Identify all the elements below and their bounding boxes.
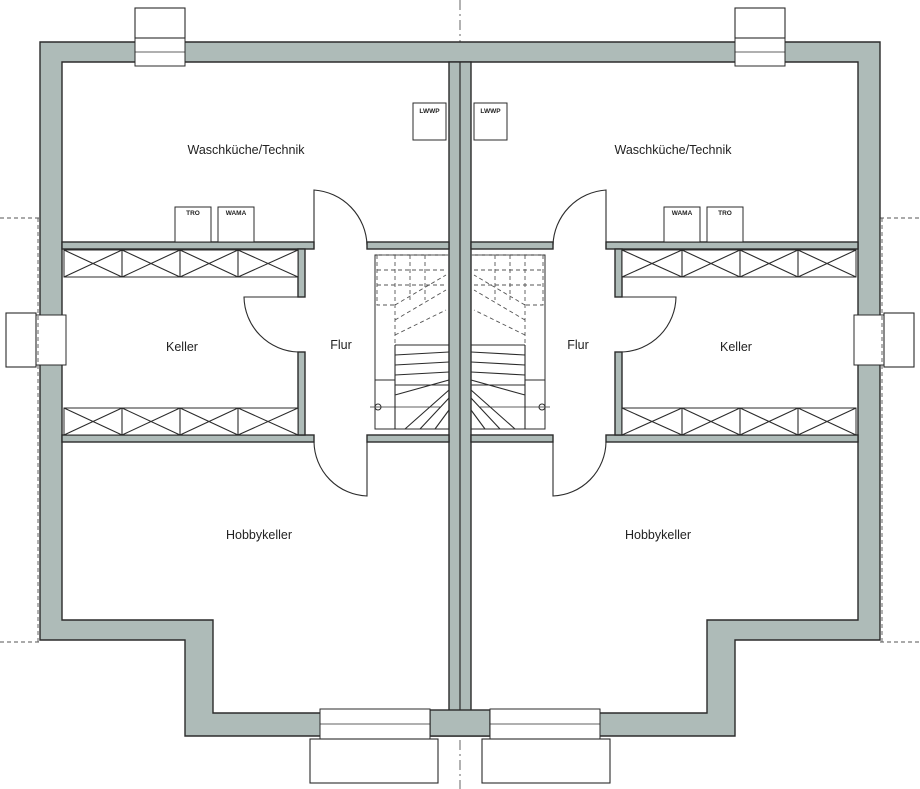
- right-wall-upper-horizontal: [605, 241, 859, 250]
- left-door-hobby: [313, 441, 368, 497]
- left-wall-lower-horizontal-stair: [366, 434, 450, 443]
- left-stair-lower-treads: [375, 344, 450, 430]
- right-wall-upper-horizontal-stair: [470, 241, 554, 250]
- left-shelf-lower-cross: [63, 407, 299, 436]
- right-stair-upper-dashed: [471, 254, 544, 345]
- right-shelf-lower: [621, 407, 857, 436]
- left-stair-outline: [374, 254, 450, 430]
- window-right-side: [853, 314, 885, 366]
- right-washer-box: [663, 206, 701, 243]
- right-shelf-upper-cross: [621, 249, 857, 278]
- left-utility-room-label: Waschküche/Technik: [188, 143, 306, 157]
- left-hobby-room-label: Hobbykeller: [226, 528, 292, 542]
- right-washer-label: WAMA: [672, 210, 693, 217]
- left-dryer-label: TRO: [186, 210, 200, 217]
- left-hall-room-label: Flur: [330, 338, 352, 352]
- lightwell-left-side: [5, 312, 37, 368]
- left-cellar-room-label: Keller: [166, 340, 198, 354]
- right-cellar-room-label: Keller: [720, 340, 752, 354]
- right-door-utility: [552, 189, 607, 249]
- left-shelf-upper: [63, 249, 299, 278]
- left-wall-lower-horizontal: [61, 434, 315, 443]
- window-left-side: [35, 314, 67, 366]
- lightwell-top-right: [734, 7, 786, 39]
- right-door-cellar: [621, 296, 677, 353]
- left-cellar-wall-bottom: [297, 351, 306, 436]
- right-dryer-box: [706, 206, 744, 243]
- left-dryer-box: [174, 206, 212, 243]
- right-wall-lower-horizontal-stair: [470, 434, 554, 443]
- left-wall-upper-horizontal: [61, 241, 315, 250]
- right-wall-lower-horizontal: [605, 434, 859, 443]
- right-utility-room-label: Waschküche/Technik: [615, 143, 733, 157]
- right-cellar-wall-top: [614, 248, 623, 298]
- left-washer-label: WAMA: [226, 210, 247, 217]
- left-heatpump-label: LWWP: [419, 108, 440, 115]
- left-door-cellar: [243, 296, 299, 353]
- right-shelf-lower-cross: [621, 407, 857, 436]
- left-wall-upper-horizontal-stair: [366, 241, 450, 250]
- lightwell-top-left: [134, 7, 186, 39]
- left-washer-box: [217, 206, 255, 243]
- right-dryer-label: TRO: [718, 210, 732, 217]
- lightwell-bottom-left: [309, 738, 439, 784]
- right-heatpump-label: LWWP: [480, 108, 501, 115]
- right-shelf-upper: [621, 249, 857, 278]
- right-stair-lower-treads: [470, 344, 545, 430]
- right-heatpump-box: [473, 102, 508, 141]
- lightwell-bottom-right: [481, 738, 611, 784]
- left-stair-upper-dashed: [376, 254, 449, 345]
- left-door-utility: [313, 189, 368, 249]
- right-cellar-wall-bottom: [614, 351, 623, 436]
- right-door-hobby: [552, 441, 607, 497]
- left-cellar-wall-top: [297, 248, 306, 298]
- party-wall-end: [429, 709, 491, 737]
- left-shelf-upper-cross: [63, 249, 299, 278]
- left-heatpump-box: [412, 102, 447, 141]
- left-shelf-lower: [63, 407, 299, 436]
- lightwell-right-side: [883, 312, 915, 368]
- right-stair-outline: [470, 254, 546, 430]
- right-hobby-room-label: Hobbykeller: [625, 528, 691, 542]
- right-hall-room-label: Flur: [567, 338, 589, 352]
